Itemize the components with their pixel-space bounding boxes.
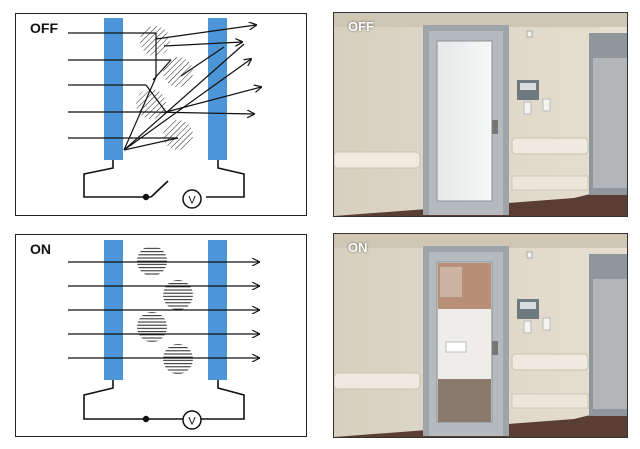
left-electrode [104, 18, 123, 160]
on-diagram-svg: V [68, 240, 306, 430]
off-photo-label: OFF [348, 19, 374, 34]
circuit-wire [83, 380, 245, 420]
switch-contact [142, 193, 150, 201]
handrail [334, 372, 421, 390]
droplet [163, 57, 193, 87]
door-handle [492, 341, 498, 355]
wall-switch [542, 317, 551, 331]
on-photo-label: ON [348, 240, 368, 255]
voltmeter [182, 410, 202, 430]
on-state-diagram: ON V [15, 234, 307, 437]
transmitted-light-rays [68, 262, 259, 358]
on-state-photo: ON [333, 233, 628, 438]
door-handle [492, 120, 498, 134]
handrail [334, 151, 421, 169]
on-diagram-label: ON [30, 241, 51, 257]
droplet [163, 120, 193, 150]
clear-glass-room-view [436, 261, 493, 423]
circuit-wire [83, 160, 245, 198]
droplet [137, 246, 167, 276]
off-state-diagram: OFF [15, 13, 307, 216]
voltmeter-symbol: V [188, 195, 196, 207]
off-diagram-label: OFF [30, 20, 58, 36]
droplet [163, 280, 193, 310]
handrail [511, 353, 589, 371]
droplet [137, 312, 167, 342]
frosted-glass [436, 40, 493, 202]
wall-switch [523, 101, 532, 115]
off-state-photo: OFF [333, 12, 628, 217]
voltmeter [182, 189, 202, 209]
handrail [511, 137, 589, 155]
wall-switch [523, 320, 532, 334]
switch-contact [142, 415, 150, 423]
voltmeter-symbol: V [188, 416, 196, 428]
droplet [136, 89, 166, 119]
off-photo-illustration [334, 13, 627, 216]
right-electrode [208, 18, 227, 160]
wall-switch [542, 98, 551, 112]
droplet [163, 344, 193, 374]
droplet [140, 26, 170, 56]
off-diagram-svg: V [68, 18, 306, 209]
scattered-light-rays [68, 25, 261, 151]
on-photo-illustration [334, 234, 627, 437]
